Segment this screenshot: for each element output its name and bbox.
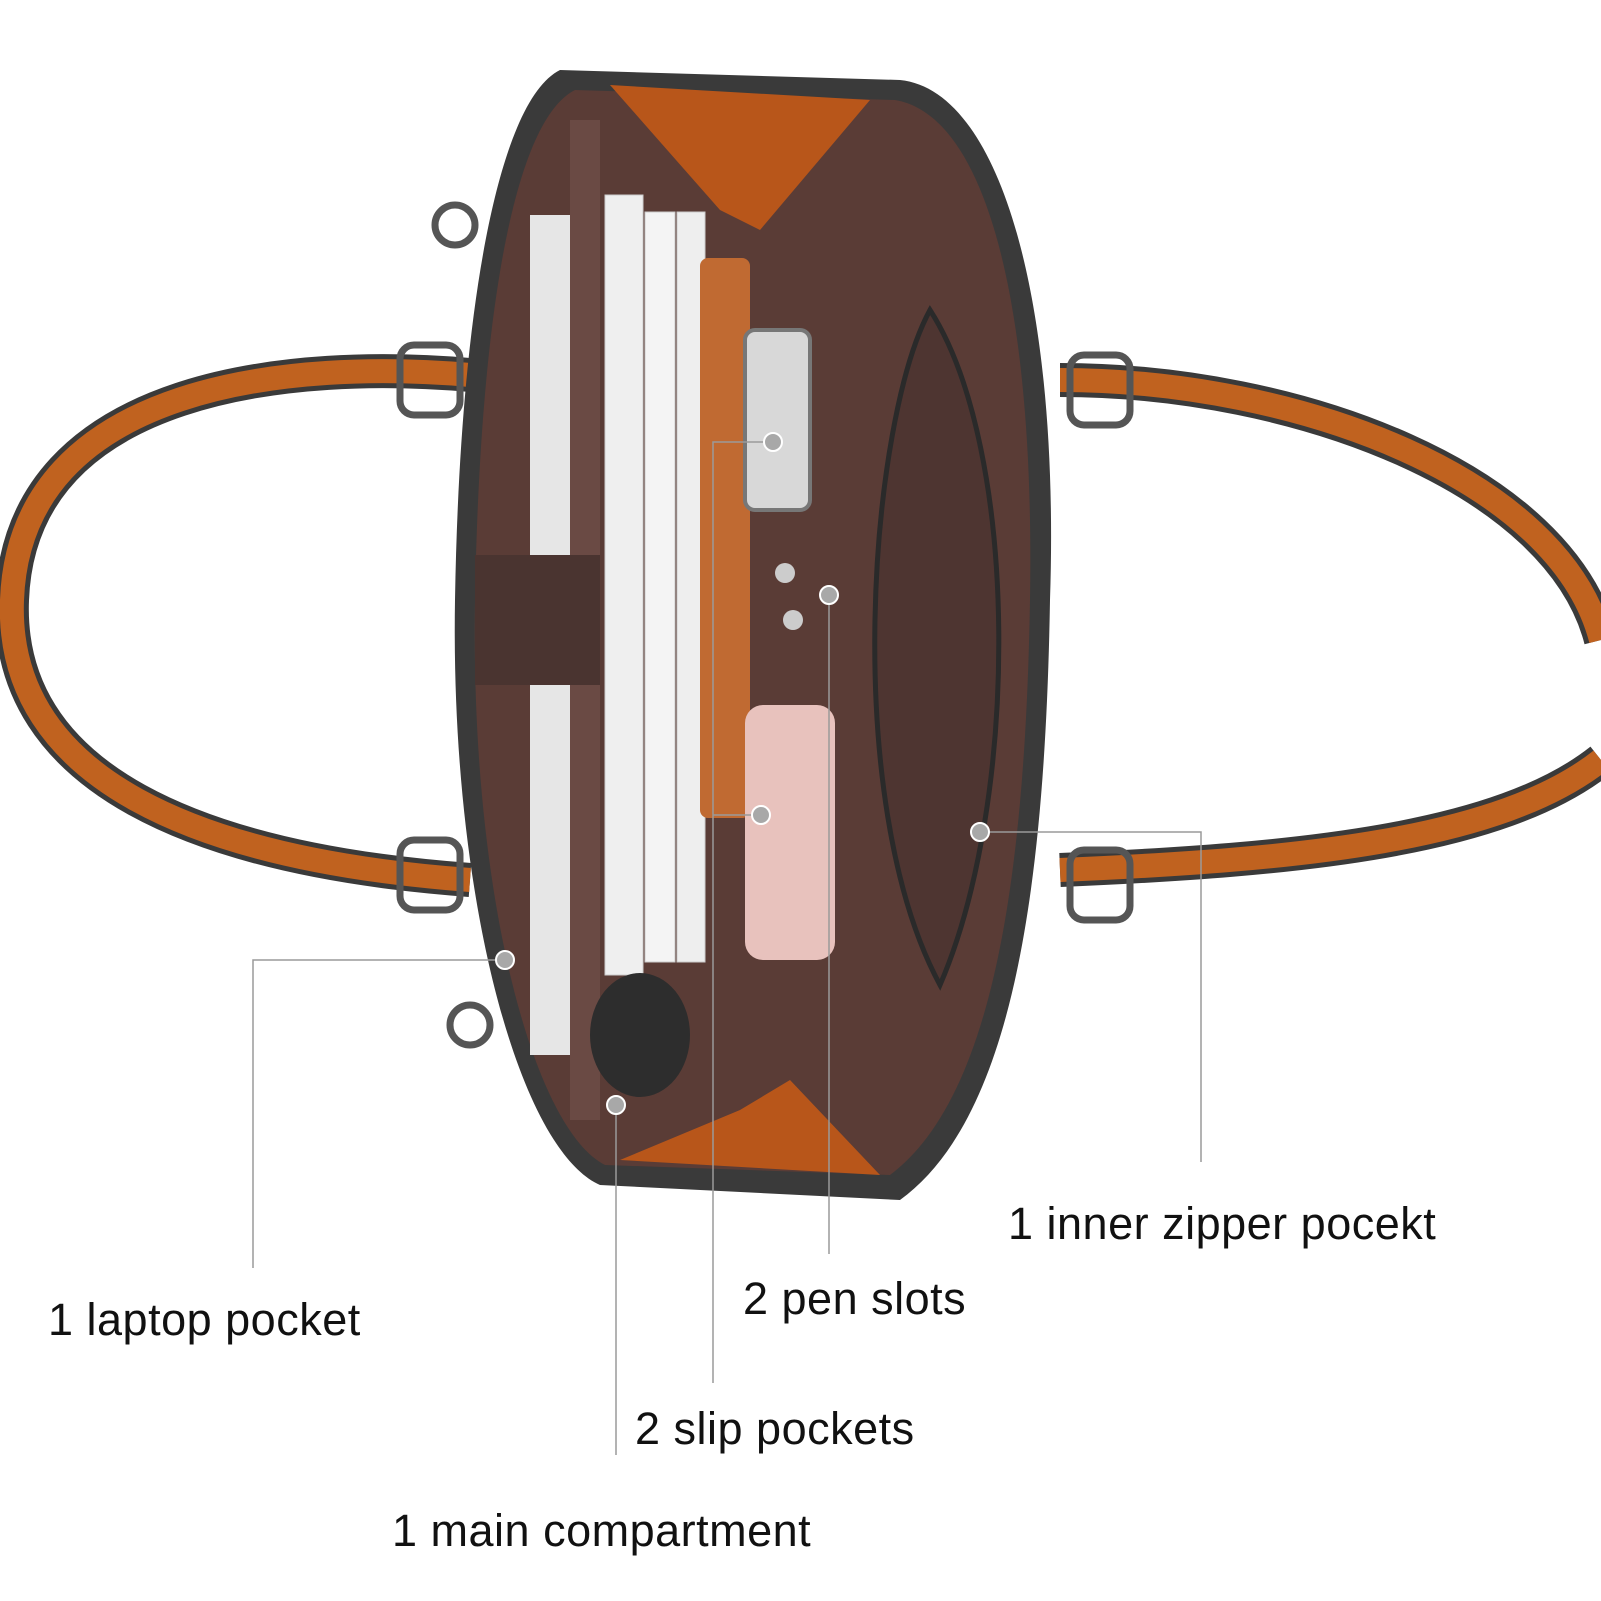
leather-panel-top <box>610 85 870 230</box>
dot-laptop-pocket <box>495 950 515 970</box>
umbrella <box>590 973 690 1097</box>
label-pen-slots: 2 pen slots <box>743 1273 967 1324</box>
pen <box>775 563 795 583</box>
wallet <box>745 705 835 960</box>
leader-lines <box>252 441 1202 1455</box>
label-slip-pockets: 2 slip pockets <box>635 1403 915 1454</box>
leather-panel-bottom <box>620 1080 880 1175</box>
magazine <box>604 194 644 976</box>
magazine <box>644 211 676 963</box>
label-main-compartment: 1 main compartment <box>392 1505 812 1556</box>
dot-slip-pocket <box>763 432 783 452</box>
label-laptop-pocket: 1 laptop pocket <box>48 1294 361 1345</box>
left-handle <box>0 354 472 897</box>
leader-line-inner-zipper <box>980 831 1202 1162</box>
leader-line-laptop-pocket <box>252 959 505 1268</box>
notebook <box>700 258 750 818</box>
callout-dots <box>495 432 990 1115</box>
inner-zipper-pocket <box>872 305 1002 991</box>
elastic-strap <box>475 555 600 685</box>
right-handle <box>1059 363 1601 887</box>
dot-main-compartment <box>606 1095 626 1115</box>
phone <box>743 328 812 512</box>
dot-slip-pocket <box>751 805 771 825</box>
dot-inner-zipper <box>970 822 990 842</box>
metal-rings <box>396 201 1134 1049</box>
leader-line-slip-pockets <box>712 441 773 1383</box>
pen <box>783 610 803 630</box>
label-inner-zipper-pocket: 1 inner zipper pocekt <box>1008 1198 1437 1249</box>
dot-pen-slots <box>819 585 839 605</box>
